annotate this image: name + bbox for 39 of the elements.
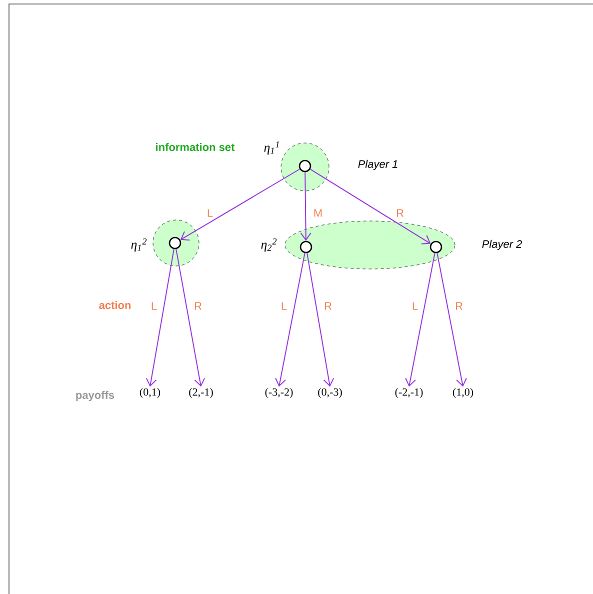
edge-label: L: [410, 301, 420, 311]
edge-label: R: [323, 301, 333, 311]
arrow: [300, 172, 312, 241]
arrow: [176, 248, 206, 387]
information-set: [284, 220, 456, 270]
node-label: η$_{2}$2: [261, 238, 277, 252]
payoff: (0,1): [140, 388, 160, 398]
edge-label: R: [454, 301, 464, 311]
arrow: [180, 168, 300, 241]
information-set: [280, 142, 330, 192]
arrow: [275, 252, 306, 387]
decision-node: [168, 236, 182, 250]
arrow: [310, 168, 431, 244]
info-set-label: information set: [156, 142, 235, 152]
arrow: [146, 248, 174, 387]
payoff: (-3,-2): [265, 388, 293, 398]
arrow: [405, 252, 436, 387]
arrow: [436, 252, 467, 387]
payoff: (0,-3): [318, 388, 342, 398]
edge-label: L: [206, 208, 214, 218]
edge-label: R: [395, 208, 405, 218]
node-label: η$_{1}$2: [131, 238, 147, 252]
payoffs-label: payoffs: [76, 390, 114, 402]
action-label: action: [99, 300, 131, 310]
edge-label: R: [193, 301, 203, 311]
node-label: η$_{1}$1: [264, 141, 279, 155]
edge-label: L: [280, 301, 288, 311]
player-label: Player 1: [358, 160, 398, 170]
edge-label: L: [150, 301, 158, 311]
edge-label: M: [312, 208, 324, 218]
player-label: Player 2: [482, 240, 522, 250]
payoff: (2,-1): [189, 388, 213, 398]
decision-node: [430, 240, 442, 254]
information-set: [152, 220, 200, 266]
decision-node: [298, 160, 312, 172]
arrow: [306, 252, 334, 387]
decision-node: [300, 240, 312, 254]
payoff: (1,0): [452, 388, 474, 398]
payoff: (-2,-1): [395, 388, 423, 398]
